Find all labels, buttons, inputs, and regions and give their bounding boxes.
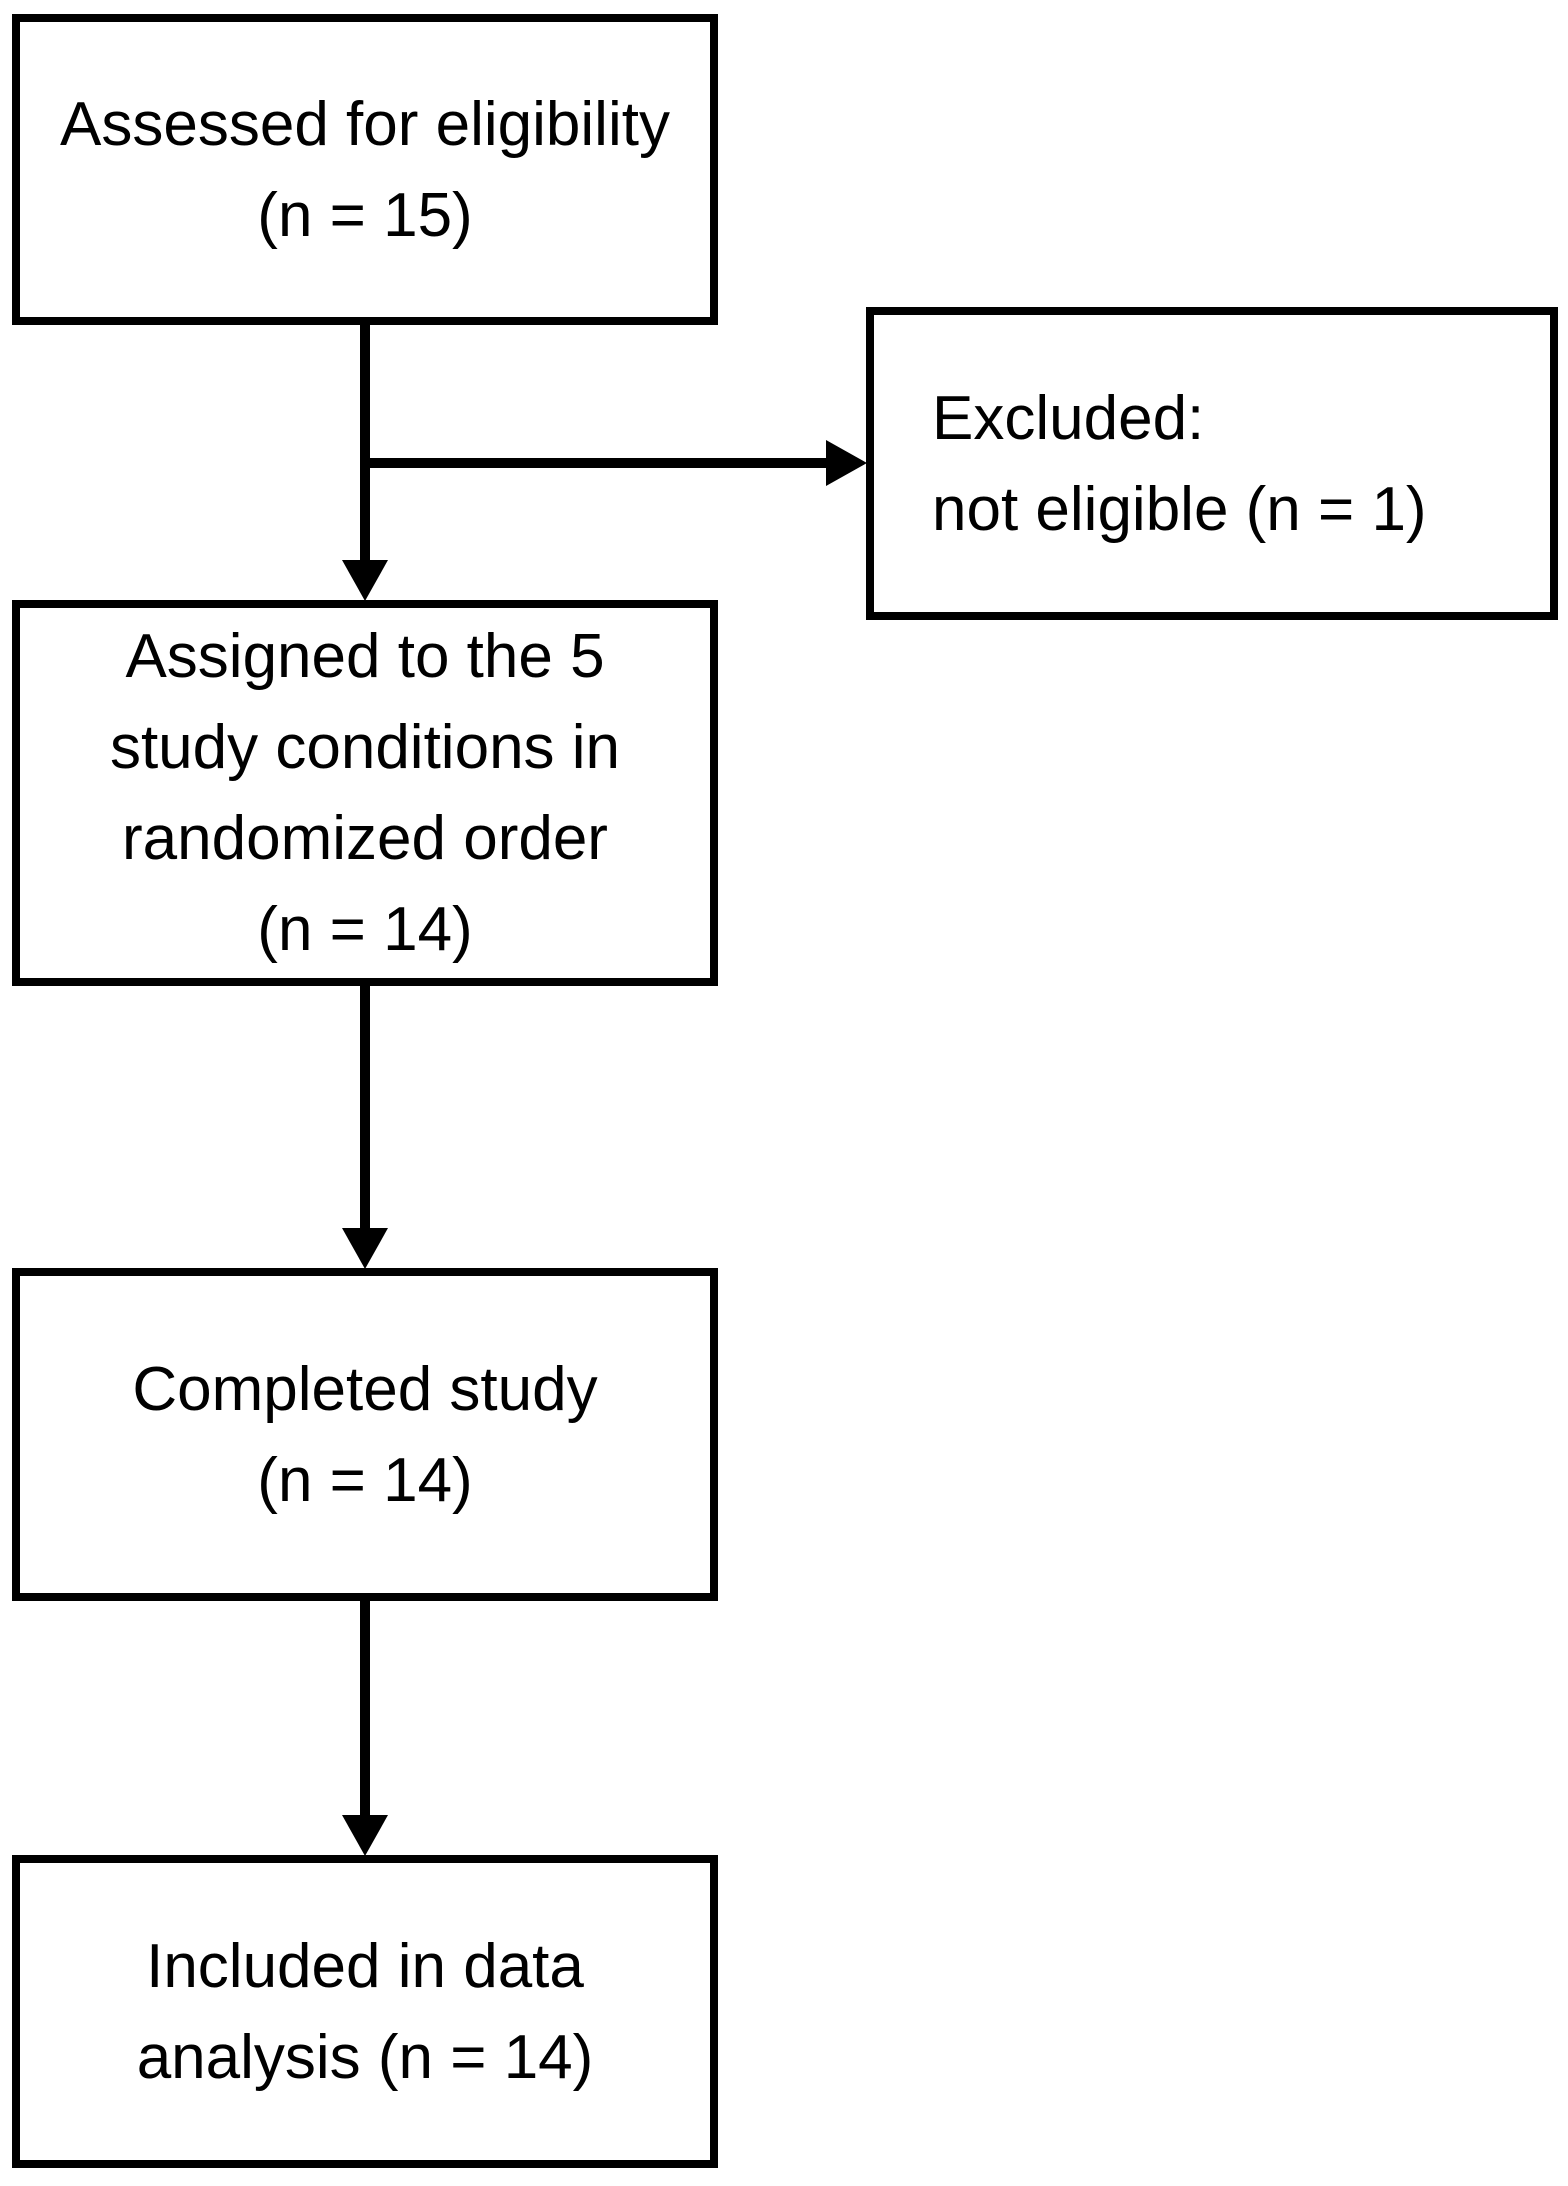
- arrowhead-down-icon: [342, 1815, 388, 1856]
- box-text-line: not eligible (n = 1): [932, 474, 1427, 544]
- arrowhead-down-icon: [342, 560, 388, 601]
- box-excluded: Excluded: not eligible (n = 1): [866, 307, 1558, 620]
- box-completed-study: Completed study (n = 14): [12, 1268, 718, 1601]
- arrow-assigned-to-completed-shaft: [360, 986, 370, 1230]
- arrow-completed-to-included-shaft: [360, 1601, 370, 1817]
- box-text-line: (n = 14): [257, 895, 473, 964]
- box-text-line: analysis (n = 14): [136, 2022, 594, 2092]
- box-text-line: Included in data: [146, 1931, 584, 2001]
- arrowhead-right-icon: [826, 440, 867, 486]
- box-text-line: Assigned to the 5: [125, 622, 605, 691]
- box-text-line: (n = 14): [257, 1445, 473, 1515]
- box-included-in-analysis: Included in data analysis (n = 14): [12, 1855, 718, 2168]
- arrow-assessed-to-excluded-shaft: [365, 458, 828, 468]
- box-text-line: study conditions in: [109, 713, 621, 782]
- arrow-assessed-to-assigned-shaft: [360, 325, 370, 563]
- arrowhead-down-icon: [342, 1228, 388, 1269]
- box-text-line: (n = 15): [257, 180, 473, 250]
- box-text-line: Assessed for eligibility: [60, 89, 670, 159]
- box-assessed-for-eligibility: Assessed for eligibility (n = 15): [12, 14, 718, 325]
- box-text-line: Excluded:: [932, 383, 1205, 453]
- box-text-line: randomized order: [122, 804, 608, 873]
- box-assigned-to-conditions: Assigned to the 5 study conditions in ra…: [12, 600, 718, 986]
- box-text-line: Completed study: [132, 1354, 598, 1424]
